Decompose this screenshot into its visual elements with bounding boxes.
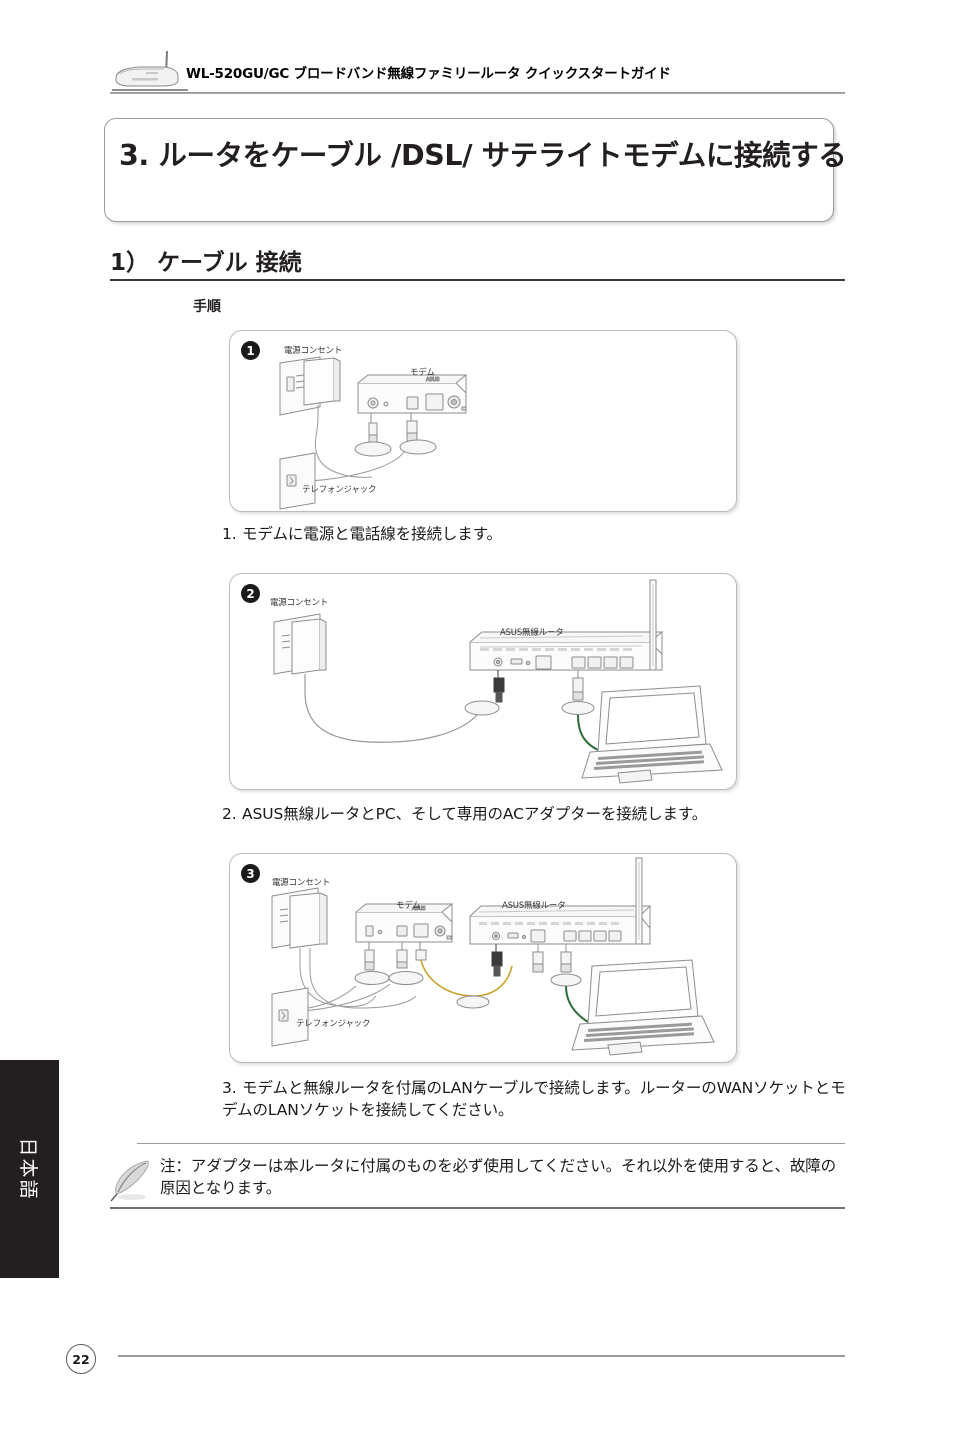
step-2-number: 2. <box>222 805 237 823</box>
figure-3-illustration: ASUS <box>271 857 715 1056</box>
figure-2-label-router: ASUS無線ルータ <box>500 628 564 638</box>
section-divider <box>110 279 845 281</box>
router-icon <box>110 50 190 94</box>
figure-3-label-router: ASUS無線ルータ <box>502 901 566 911</box>
figure-1-label-outlet: 電源コンセント <box>284 346 343 356</box>
svg-text:ASUS: ASUS <box>426 377 439 383</box>
step-2-text: ASUS無線ルータとPC、そして専用のACアダプターを接続します。 <box>242 805 708 823</box>
footer-divider <box>118 1355 845 1357</box>
page-number: 22 <box>66 1344 96 1374</box>
figure-badge-3: 3 <box>241 864 260 883</box>
figure-2-label-outlet: 電源コンセント <box>270 598 329 608</box>
quill-pen-icon <box>108 1156 158 1204</box>
section-heading: 1） ケーブル 接続 <box>110 250 302 276</box>
chapter-title-box: 3. ルータをケーブル /DSL/ サテライトモデムに接続する <box>104 118 847 222</box>
figure-step-2: 2 電源コンセント ASUS無線ルータ <box>229 573 737 790</box>
step-1-text: モデムに電源と電話線を接続します。 <box>242 525 502 543</box>
step-3-text: モデムと無線ルータを付属のLANケーブルで接続します。ルーターのWANソケットと… <box>222 1079 846 1119</box>
svg-text:ASUS: ASUS <box>412 906 425 912</box>
procedure-label: 手順 <box>193 299 221 315</box>
step-3-number: 3. <box>222 1079 237 1097</box>
header-title: WL-520GU/GC ブロードバンド無線ファミリールータ クイックスタートガイ… <box>186 66 671 82</box>
language-tab: 日本語 <box>0 1060 59 1278</box>
step-1-number: 1. <box>222 525 237 543</box>
figure-1-label-modem: モデム <box>410 368 435 378</box>
step-1-caption: 1. モデムに電源と電話線を接続します。 <box>222 523 502 545</box>
header-divider <box>110 92 845 94</box>
page-header: WL-520GU/GC ブロードバンド無線ファミリールータ クイックスタートガイ… <box>110 48 845 94</box>
figure-3-label-phone-jack: テレフォンジャック <box>296 1019 371 1029</box>
language-tab-label: 日本語 <box>17 1137 39 1201</box>
figure-step-1: 1 電源コンセント モデム テレフォンジャック A <box>229 330 737 512</box>
note-text: 注：アダプターは本ルータに付属のものを必ず使用してください。それ以外を使用すると… <box>160 1157 837 1198</box>
figure-1-label-phone-jack: テレフォンジャック <box>302 485 377 495</box>
page-title: 3. ルータをケーブル /DSL/ サテライトモデムに接続する <box>119 139 847 172</box>
figure-badge-1: 1 <box>241 341 260 360</box>
figure-badge-2: 2 <box>241 584 260 603</box>
step-2-caption: 2. ASUS無線ルータとPC、そして専用のACアダプターを接続します。 <box>222 803 707 825</box>
figure-2-illustration <box>273 579 723 784</box>
step-3-caption: 3.モデムと無線ルータを付属のLANケーブルで接続します。ルーターのWANソケッ… <box>222 1077 847 1121</box>
figure-step-3: 3 電源コンセント モデム ASUS無線ルータ テレフォンジャック ASUS <box>229 853 737 1063</box>
figure-1-illustration: ASUS <box>279 356 468 510</box>
note-top-divider <box>137 1143 845 1144</box>
figure-3-label-outlet: 電源コンセント <box>272 878 331 888</box>
note-bottom-divider <box>110 1207 845 1209</box>
figure-3-label-modem: モデム <box>396 901 421 911</box>
